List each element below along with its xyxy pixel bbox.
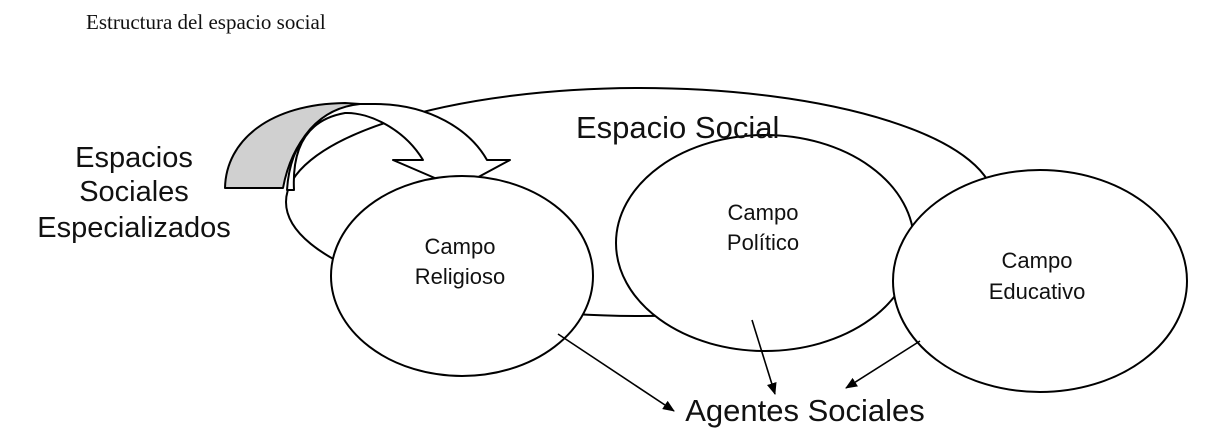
curved-arrow-icon [224,102,511,191]
curved-arrow-front-band [286,103,511,191]
edge-educativo-agentes [845,340,921,389]
espacio-social-label: Espacio Social [576,110,779,145]
campo-educativo-label-1: Campo [1002,248,1073,273]
side-label-line-2: Sociales [79,176,189,208]
campo-religioso-label-1: Campo [425,234,496,259]
edge-religioso-agentes [557,333,675,412]
campo-religioso-ellipse [330,175,594,377]
edge-politico-agentes [751,319,777,395]
side-label-line-3: Especializados [37,212,230,244]
side-label-line-1: Espacios [75,142,193,174]
campo-politico-label-2: Político [727,230,799,255]
campo-educativo-label-2: Educativo [989,279,1086,304]
campo-educativo-ellipse [892,169,1188,393]
agentes-sociales-label: Agentes Sociales [685,393,925,428]
campo-religioso-label-2: Religioso [415,264,506,289]
figure-caption: Estructura del espacio social [86,10,326,34]
campo-politico-label-1: Campo [728,200,799,225]
